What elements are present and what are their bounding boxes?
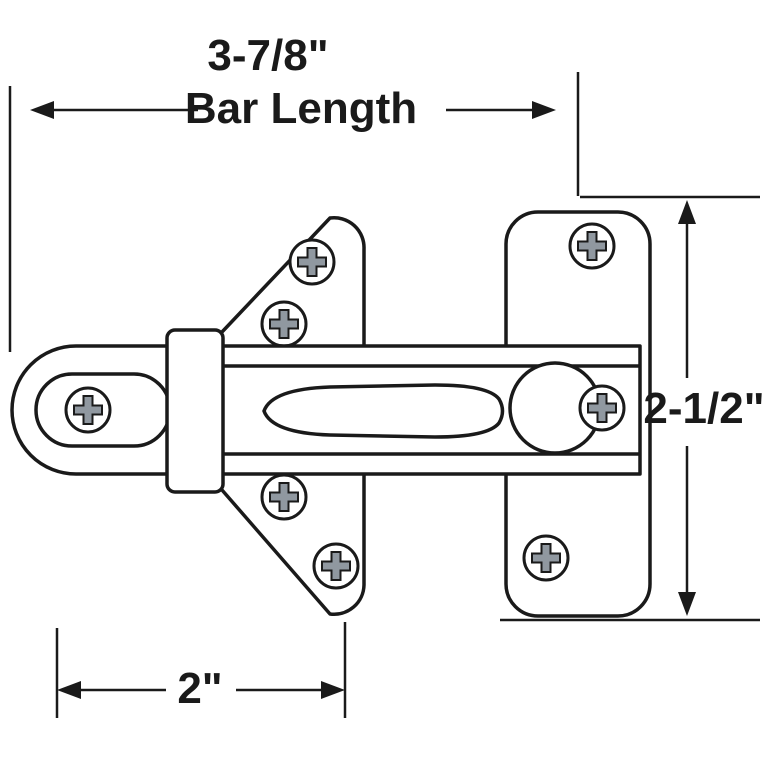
- bar-adjust-slot: [262, 383, 505, 439]
- arrowhead-up-icon: [678, 200, 696, 224]
- plate-height-value-label: 2-1/2": [643, 384, 764, 433]
- arrowhead-width-right-icon: [321, 681, 345, 699]
- arrowhead-down-icon: [678, 592, 696, 616]
- arrowhead-width-left-icon: [57, 681, 81, 699]
- bar-length-value-label: 3-7/8": [207, 31, 328, 80]
- screw-right-plate-top-icon: [568, 222, 616, 270]
- arrowhead-left-icon: [30, 101, 54, 119]
- arrowhead-right-icon: [532, 101, 556, 119]
- plate-width-value-label: 2": [177, 664, 222, 713]
- bar-length-caption-label: Bar Length: [185, 84, 417, 133]
- screw-bar-loop-icon: [64, 386, 112, 434]
- screw-left-plate-bottom-icon: [312, 542, 360, 590]
- pivot-collar: [165, 328, 225, 494]
- screw-left-plate-lower-icon: [260, 473, 308, 521]
- screw-right-plate-bottom-icon: [522, 534, 570, 582]
- screw-left-plate-top-icon: [288, 238, 336, 286]
- screw-left-plate-upper-icon: [260, 300, 308, 348]
- screw-bar-pivot-icon: [578, 384, 626, 432]
